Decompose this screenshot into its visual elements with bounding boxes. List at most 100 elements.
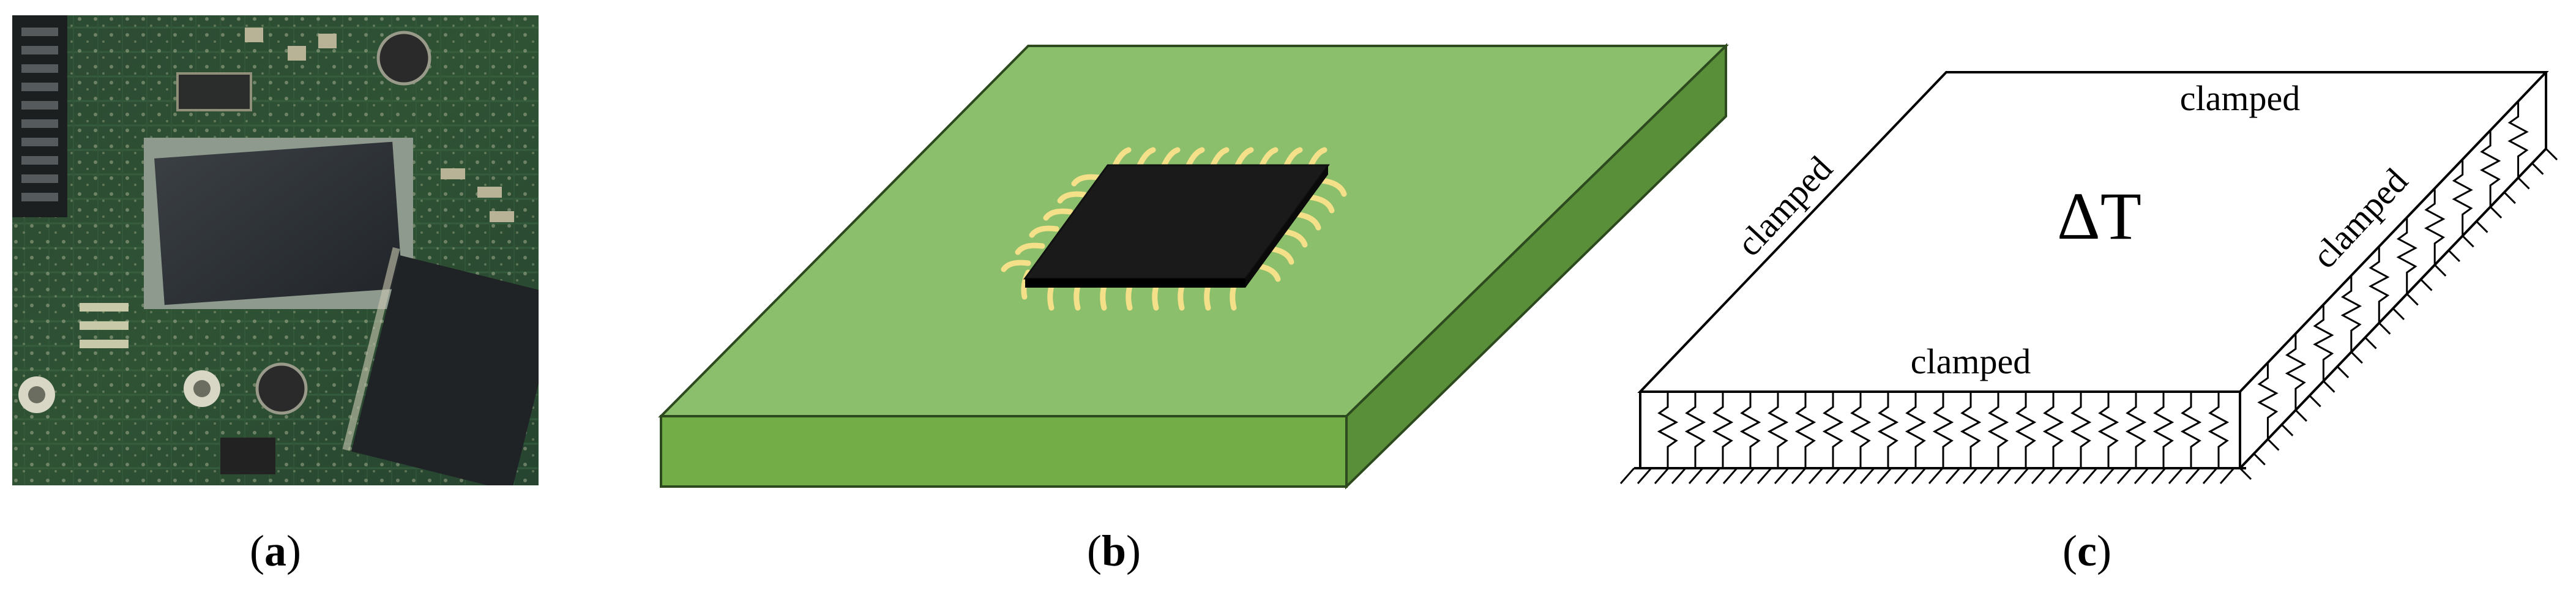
caption-c-letter: c: [2077, 526, 2097, 575]
ground-hatch-line: [1894, 468, 1910, 484]
ground-hatch-line: [2267, 438, 2280, 451]
spring: [2369, 246, 2390, 323]
ground-hatch-line: [1825, 468, 1841, 484]
spring: [1960, 392, 1982, 468]
ground-hatch-line: [2531, 162, 2544, 175]
caption-a: (a): [250, 526, 301, 575]
pcb-main-chip: [144, 138, 413, 309]
spring: [2424, 188, 2446, 265]
ground-hatch-line: [1928, 468, 1944, 484]
spring: [2015, 392, 2037, 468]
ground-hatch-line: [2476, 220, 2488, 233]
spring: [1877, 392, 1899, 468]
ground-hatch-line: [2447, 250, 2460, 263]
bottom-ground-hatch: [1619, 468, 2235, 484]
ground-hatch-line: [2434, 264, 2447, 277]
ground-hatch-line: [2406, 293, 2419, 306]
ground-hatch-line: [2392, 307, 2405, 321]
bottom-springs: [1634, 392, 2246, 469]
ground-hatch-line: [2151, 468, 2167, 484]
ground-hatch-line: [2462, 235, 2474, 248]
ground-hatch-line: [2294, 409, 2307, 422]
ground-hatch-line: [1774, 468, 1790, 484]
ground-hatch-line: [1876, 468, 1892, 484]
ground-hatch-line: [2253, 453, 2266, 466]
ground-hatch-line: [2082, 468, 2098, 484]
ground-hatch-line: [1757, 468, 1772, 484]
spring: [2070, 392, 2092, 468]
right-ground-hatch: [2239, 148, 2558, 480]
ground-hatch-line: [1637, 468, 1652, 484]
board-illustration: [658, 43, 1729, 490]
spring: [2313, 304, 2334, 381]
spring: [1739, 392, 1761, 468]
spring: [1657, 392, 1679, 468]
ground-hatch-line: [2116, 468, 2132, 484]
plate-model-diagram: clamped clamped clamped clamped ΔT: [1619, 71, 2558, 484]
pcb-connector: [12, 15, 67, 217]
ground-hatch-line: [1962, 468, 1978, 484]
pcb-photo-image: [12, 15, 539, 485]
panel-b-board-illustration: [643, 37, 1744, 502]
spring: [2180, 392, 2202, 468]
ground-hatch-line: [1671, 468, 1687, 484]
spring: [2452, 159, 2473, 236]
ground-hatch-line: [1722, 468, 1738, 484]
chip: [1001, 147, 1347, 311]
panel-a-pcb-photo: [12, 15, 539, 485]
ground-hatch-line: [2364, 337, 2377, 349]
ground-hatch-line: [2219, 468, 2235, 484]
spring: [1794, 392, 1816, 468]
ground-hatch-line: [2420, 278, 2433, 291]
spring: [2285, 334, 2307, 411]
board-front-face: [660, 415, 1348, 488]
spring: [2208, 392, 2230, 468]
caption-a-letter: a: [264, 526, 286, 575]
ground-hatch-line: [2309, 395, 2321, 408]
ground-hatch-line: [1979, 468, 1995, 484]
spring: [2396, 217, 2417, 294]
ground-hatch-line: [2031, 468, 2047, 484]
ground-hatch-line: [1808, 468, 1824, 484]
ground-hatch-line: [1945, 468, 1961, 484]
caption-c: (c): [2063, 526, 2111, 575]
ground-hatch-line: [2202, 468, 2218, 484]
spring: [1905, 392, 1927, 468]
ground-hatch-line: [2168, 468, 2184, 484]
load-label-delta-t: ΔT: [2057, 179, 2141, 253]
ground-hatch-line: [1739, 468, 1755, 484]
ground-hatch-line: [1688, 468, 1704, 484]
ground-hatch-line: [1705, 468, 1721, 484]
ground-hatch-line: [2545, 148, 2558, 161]
spring: [1767, 392, 1789, 468]
ground-hatch-line: [1911, 468, 1927, 484]
ground-hatch-line: [2048, 468, 2064, 484]
ground-hatch-line: [1842, 468, 1858, 484]
ground-hatch-line: [2281, 424, 2294, 436]
spring: [2042, 392, 2064, 468]
ground-hatch-line: [2185, 468, 2201, 484]
spring: [2125, 392, 2147, 468]
ground-hatch-line: [2065, 468, 2081, 484]
spring: [1850, 392, 1872, 468]
ground-hatch-line: [2134, 468, 2149, 484]
caption-b: (b): [1086, 526, 1141, 575]
ground-hatch-line: [2490, 206, 2503, 218]
ground-hatch-line: [2503, 192, 2516, 204]
board-side-face: [1345, 43, 1727, 490]
spring: [1987, 392, 2009, 468]
ground-hatch-line: [2517, 177, 2530, 190]
ground-hatch-line: [2337, 365, 2350, 378]
label-bottom-clamped: clamped: [1911, 342, 2031, 381]
ground-hatch-line: [2099, 468, 2115, 484]
ground-hatch-line: [2350, 351, 2363, 364]
spring: [2340, 275, 2362, 353]
ground-hatch-line: [1654, 468, 1670, 484]
spring: [2152, 392, 2175, 468]
ground-hatch-line: [2378, 322, 2391, 335]
spring: [2479, 130, 2501, 207]
spring: [1822, 392, 1844, 468]
right-springs: [2239, 72, 2547, 469]
spring: [2507, 101, 2529, 178]
ground-hatch-line: [1996, 468, 2012, 484]
